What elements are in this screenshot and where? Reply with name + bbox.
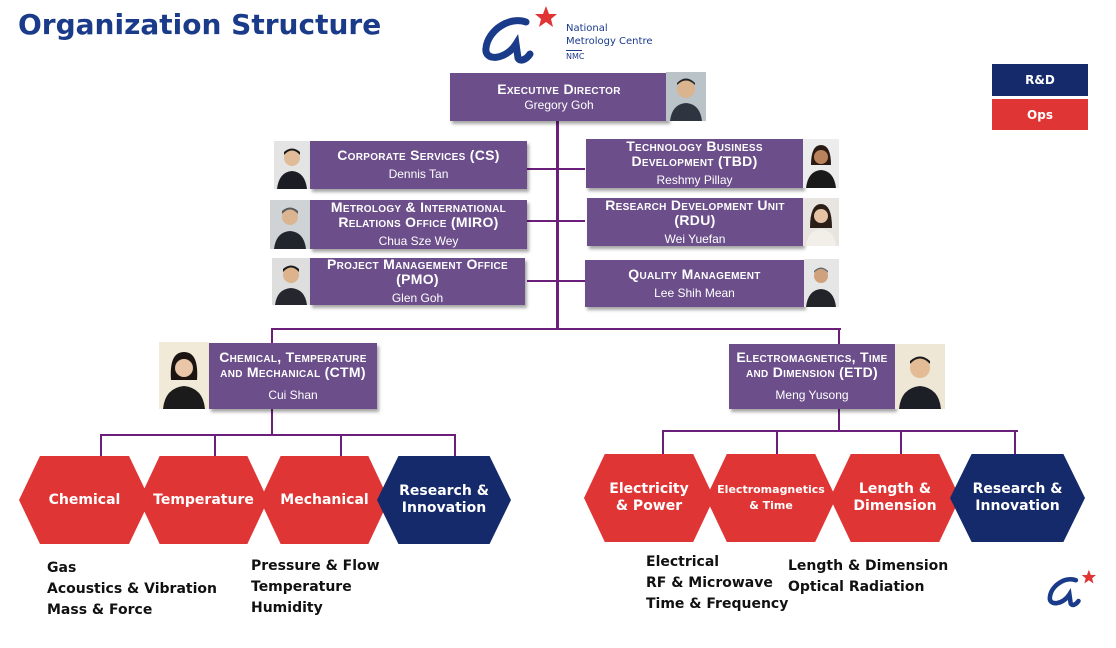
dept-length-dimension: Length & Dimension — [830, 454, 960, 542]
list-item: Length & Dimension — [788, 558, 949, 574]
logo-line-3: NMC — [566, 50, 585, 61]
list-item: Mass & Force — [47, 602, 153, 618]
dept-chemical: Chemical — [19, 456, 150, 544]
ctm-drop-4 — [454, 434, 456, 456]
legend-ops: Ops — [992, 99, 1088, 130]
miro-box: Metrology & International Relations Offi… — [310, 200, 527, 249]
ctm-down-line — [271, 408, 273, 436]
cs-title: Corporate Services (CS) — [337, 147, 500, 163]
dept-temperature: Temperature — [139, 456, 268, 544]
dept-electromagnetics-time: Electromagnetics & Time — [706, 454, 836, 542]
etd-title: Electromagnetics, Time and Dimension (ET… — [736, 349, 888, 380]
list-item: Optical Radiation — [788, 579, 925, 595]
pmo-box: Project Management Office (PMO) Glen Goh — [310, 256, 525, 305]
cs-box: Corporate Services (CS) Dennis Tan — [310, 141, 527, 189]
nmc-logo-mark-icon — [482, 6, 557, 64]
etd-photo — [895, 344, 945, 409]
dept-mechanical: Mechanical — [260, 456, 389, 544]
tbd-box: Technology Business Development (TBD) Re… — [586, 139, 803, 188]
etd-list-1: Electrical RF & Microwave Time & Frequen… — [646, 552, 788, 615]
list-item: Pressure & Flow — [251, 558, 380, 574]
connector-pmo — [527, 280, 585, 282]
cs-photo — [274, 141, 310, 189]
etd-drop-1 — [662, 430, 664, 454]
pmo-photo — [272, 258, 310, 305]
ctm-dept-bar — [100, 434, 456, 436]
cs-name: Dennis Tan — [388, 167, 449, 181]
list-item: Temperature — [251, 579, 352, 595]
ctm-list-1: Gas Acoustics & Vibration Mass & Force — [47, 558, 217, 621]
ctm-photo — [159, 342, 209, 409]
executive-title: Executive Director — [497, 80, 621, 97]
ctm-list-2: Pressure & Flow Temperature Humidity — [251, 556, 380, 619]
etd-drop-2 — [776, 430, 778, 454]
list-item: Gas — [47, 560, 77, 576]
executive-name: Gregory Goh — [524, 97, 594, 112]
legend-rd: R&D — [992, 64, 1088, 96]
list-item: Time & Frequency — [646, 596, 789, 612]
small-logo-icon — [1047, 569, 1097, 608]
page-title: Organization Structure — [18, 8, 382, 41]
rdu-box: Research Development Unit (RDU) Wei Yuef… — [587, 196, 803, 246]
ctm-name: Cui Shan — [268, 387, 318, 402]
dept-etd-research-innovation: Research & Innovation — [950, 454, 1085, 542]
connector-ctm — [271, 328, 273, 344]
ctm-drop-1 — [100, 434, 102, 456]
etd-name: Meng Yusong — [775, 388, 849, 402]
nmc-logo: National Metrology Centre NMC — [480, 4, 660, 66]
logo-line-2: Metrology Centre — [566, 36, 653, 47]
executive-photo — [666, 72, 706, 121]
pmo-title: Project Management Office (PMO) — [326, 256, 509, 287]
executive-director-box: Executive Director Gregory Goh — [450, 73, 668, 121]
tbd-title: Technology Business Development (TBD) — [626, 138, 763, 169]
etd-list-2: Length & Dimension Optical Radiation — [788, 556, 948, 598]
etd-box: Electromagnetics, Time and Dimension (ET… — [729, 344, 895, 409]
rdu-photo — [803, 198, 839, 246]
pmo-name: Glen Goh — [391, 291, 444, 305]
etd-down-line — [838, 408, 840, 432]
etd-drop-3 — [900, 430, 902, 454]
etd-drop-4 — [1014, 430, 1016, 454]
connector-etd — [838, 328, 840, 344]
ctm-title: Chemical, Temperature and Mechanical (CT… — [219, 348, 367, 380]
tbd-name: Reshmy Pillay — [656, 173, 733, 187]
ctm-drop-2 — [214, 434, 216, 456]
qm-photo — [804, 259, 839, 307]
connector-miro — [527, 220, 585, 222]
miro-name: Chua Sze Wey — [378, 234, 459, 248]
ctm-box: Chemical, Temperature and Mechanical (CT… — [209, 343, 377, 409]
etd-dept-bar — [662, 430, 1018, 432]
miro-title: Metrology & International Relations Offi… — [330, 199, 507, 230]
dept-electricity-power: Electricity & Power — [584, 454, 714, 542]
miro-photo — [270, 200, 310, 249]
qm-name: Lee Shih Mean — [654, 285, 735, 300]
logo-line-1: National — [566, 23, 608, 34]
rdu-title: Research Development Unit (RDU) — [605, 196, 785, 228]
ctm-drop-3 — [340, 434, 342, 456]
connector-cs — [527, 168, 585, 170]
list-item: RF & Microwave — [646, 575, 773, 591]
list-item: Humidity — [251, 600, 323, 616]
trunk-line — [556, 120, 559, 330]
tbd-photo — [803, 139, 839, 188]
dept-ctm-research-innovation: Research & Innovation — [377, 456, 511, 544]
qm-box: Quality Management Lee Shih Mean — [585, 260, 804, 307]
list-item: Electrical — [646, 554, 720, 570]
qm-title: Quality Management — [628, 265, 761, 282]
list-item: Acoustics & Vibration — [47, 581, 217, 597]
division-bar — [271, 328, 841, 330]
rdu-name: Wei Yuefan — [664, 231, 726, 246]
